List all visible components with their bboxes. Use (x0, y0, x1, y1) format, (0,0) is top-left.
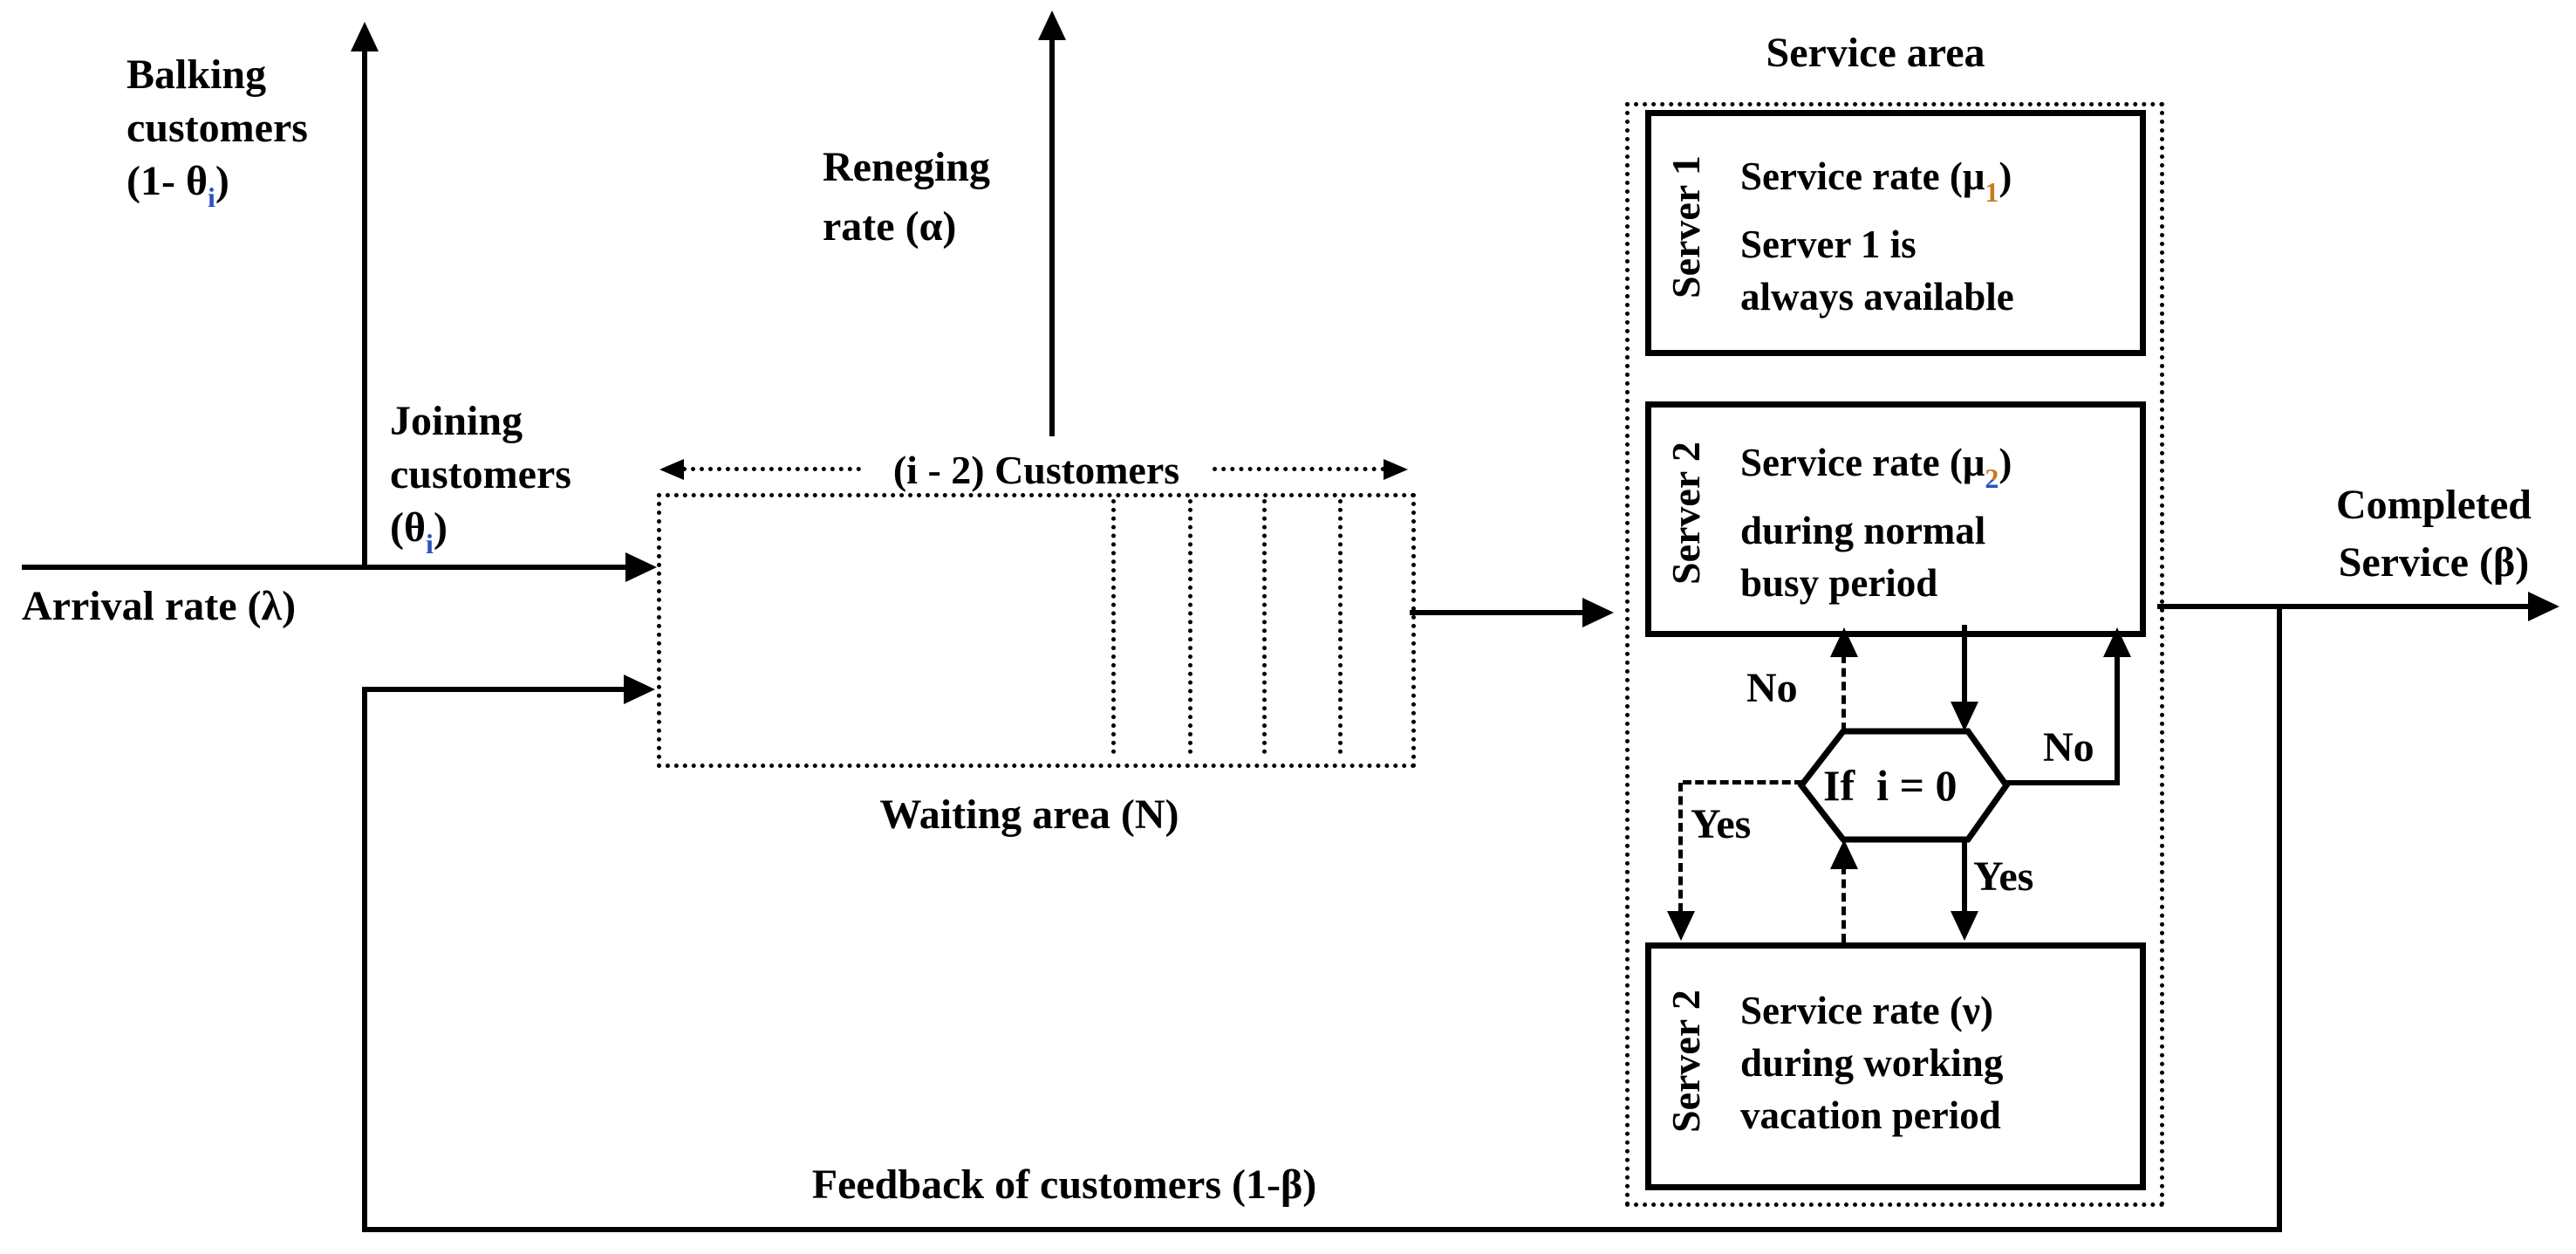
no-return-arrowhead-icon (2103, 627, 2131, 657)
balking-line (362, 48, 367, 570)
decision-yes-right-label: Yes (1973, 853, 2034, 900)
queue-span-label: (i - 2) Customers (892, 448, 1180, 492)
feedback-bottom-line (362, 1227, 2282, 1232)
server2-vacation-box (1645, 942, 2146, 1190)
server1-box (1645, 110, 2146, 356)
decision-yes-left-arrowhead-icon (1667, 911, 1695, 941)
waiting-area-box (657, 493, 1416, 768)
queue-slot-divider (1111, 499, 1116, 754)
server2-busy-side-label: Server 2 (1664, 442, 1708, 585)
server2-busy-text: Service rate (μ2) during normal busy per… (1740, 441, 2012, 605)
busy-to-decision-line (1962, 625, 1967, 705)
joining-label: Joining customers (θi) (390, 398, 571, 559)
decision-no-left-label: No (1746, 665, 1798, 711)
reneging-rate-label: Reneging rate (α) (823, 144, 990, 250)
vacation-to-decision-arrowhead-icon (1830, 839, 1858, 869)
service-area-title: Service area (1766, 30, 1985, 76)
queue-span-dotted-line-left (682, 467, 861, 471)
balking-arrowhead-icon (351, 22, 379, 51)
no-return-line (2115, 654, 2120, 785)
to-service-line (1410, 610, 1584, 615)
server2-vacation-text: Service rate (ν) during working vacation… (1740, 989, 2004, 1137)
queue-span-right-arrowhead-icon (1384, 459, 1408, 480)
server1-text: Service rate (μ1) Server 1 is always ava… (1740, 154, 2014, 319)
completed-service-label: Completed Service (β) (2336, 482, 2532, 586)
decision-no-dashed-arrowhead-icon (1830, 627, 1858, 657)
waiting-area-label: Waiting area (N) (879, 791, 1179, 838)
decision-yes-left-vline (1678, 783, 1683, 912)
completed-service-arrowhead-icon (2528, 592, 2559, 621)
balking-label: Balking customers (1- θi) (126, 51, 308, 213)
decision-yes-down-line (1962, 839, 1967, 913)
queue-span-dotted-line-right (1213, 467, 1385, 471)
server2-busy-box (1645, 401, 2146, 637)
decision-yes-down-arrowhead-icon (1951, 911, 1978, 941)
decision-hexagon (1797, 728, 2011, 843)
feedback-entry-arrowhead-icon (624, 675, 655, 704)
server2-vacation-side-label: Server 2 (1664, 990, 1708, 1133)
queue-slot-divider (1338, 499, 1343, 754)
decision-yes-left-hline (1683, 780, 1803, 785)
to-service-arrowhead-icon (1582, 598, 1614, 627)
feedback-left-line (362, 687, 367, 1232)
decision-yes-left-label: Yes (1691, 801, 1752, 847)
service-area-border (1625, 102, 2164, 1207)
arrival-line (22, 565, 628, 570)
server1-side-label: Server 1 (1664, 155, 1708, 298)
queue-span-left-arrowhead-icon (659, 459, 684, 480)
busy-to-decision-arrowhead-icon (1951, 702, 1978, 731)
reneging-arrowhead-icon (1038, 10, 1066, 40)
queue-slot-divider (1188, 499, 1192, 754)
decision-no-right-label: No (2043, 724, 2094, 771)
completed-service-line (2157, 604, 2531, 609)
arrival-rate-label: Arrival rate (λ) (22, 583, 297, 629)
decision-no-right-line (2006, 780, 2120, 785)
queue-slot-divider (1262, 499, 1267, 754)
feedback-right-line (2277, 606, 2282, 1230)
mu2-subscript: 2 (1985, 463, 1999, 494)
arrival-arrowhead-icon (625, 552, 657, 582)
vacation-to-decision-dashed-line (1841, 866, 1846, 942)
reneging-line (1049, 37, 1055, 436)
feedback-entry-line (365, 687, 626, 692)
decision-no-dashed-line (1841, 654, 1846, 731)
decision-condition-label: If i = 0 (1823, 761, 1958, 810)
joining-subscript: i (426, 528, 434, 559)
feedback-label: Feedback of customers (1-β) (811, 1161, 1317, 1208)
mu1-subscript: 1 (1985, 176, 1999, 208)
balking-subscript: i (208, 182, 215, 213)
